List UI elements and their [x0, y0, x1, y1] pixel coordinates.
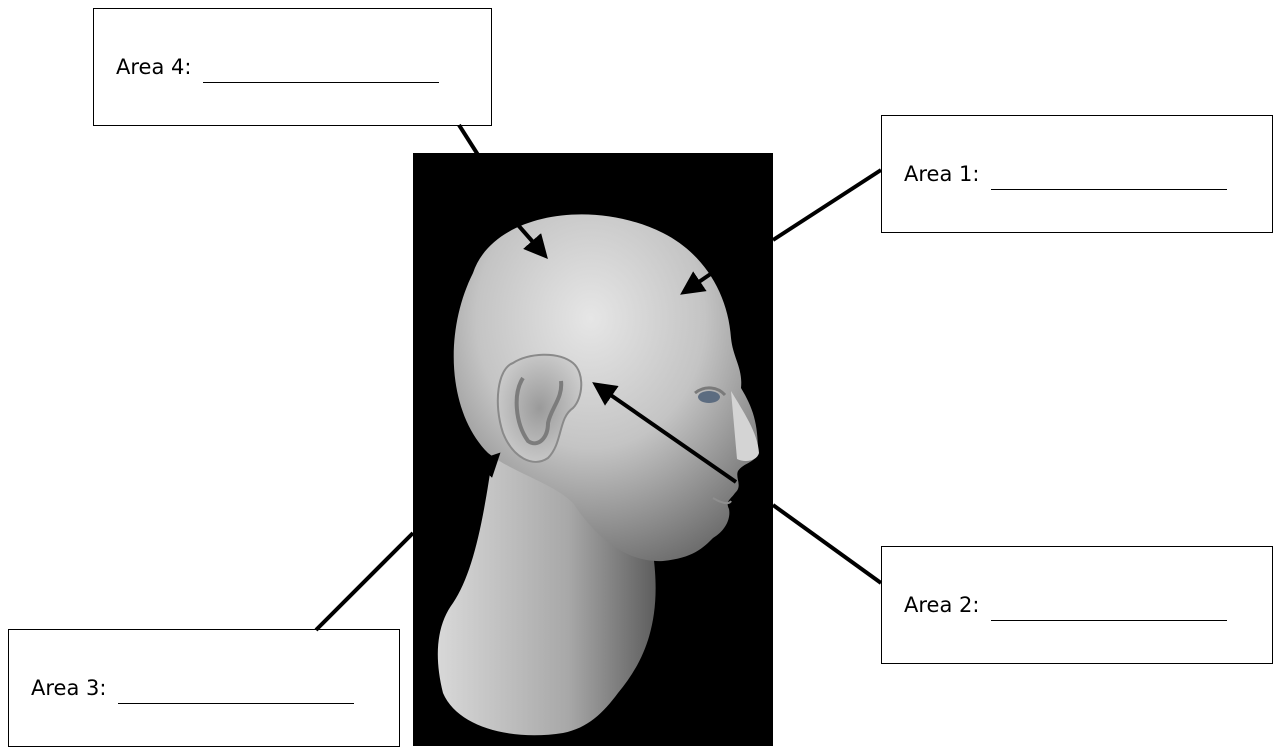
- area-3-answer-blank[interactable]: [118, 681, 355, 704]
- area-4-answer-blank[interactable]: [203, 60, 440, 83]
- mouth-shape: [712, 497, 732, 505]
- area-1-leader-line: [771, 168, 883, 242]
- area-3-label: Area 3:: [31, 676, 107, 700]
- area-2-leader-line: [771, 503, 883, 585]
- area-2-label: Area 2:: [904, 593, 980, 617]
- area-3-label-box: Area 3:: [8, 629, 400, 747]
- area-4-label: Area 4:: [116, 55, 192, 79]
- head-profile-illustration: [437, 214, 759, 736]
- eye-shape: [698, 391, 720, 403]
- area-4-label-box: Area 4:: [93, 8, 492, 126]
- area-1-answer-blank[interactable]: [991, 167, 1228, 190]
- area-2-answer-blank[interactable]: [991, 598, 1228, 621]
- ear-inner-shape: [514, 376, 564, 446]
- area-1-label-box: Area 1:: [881, 115, 1273, 233]
- nose-shape: [731, 391, 759, 461]
- area-1-label: Area 1:: [904, 162, 980, 186]
- area-3-leader-line: [314, 531, 415, 632]
- head-profile-figure: [413, 153, 773, 746]
- area-2-label-box: Area 2:: [881, 546, 1273, 664]
